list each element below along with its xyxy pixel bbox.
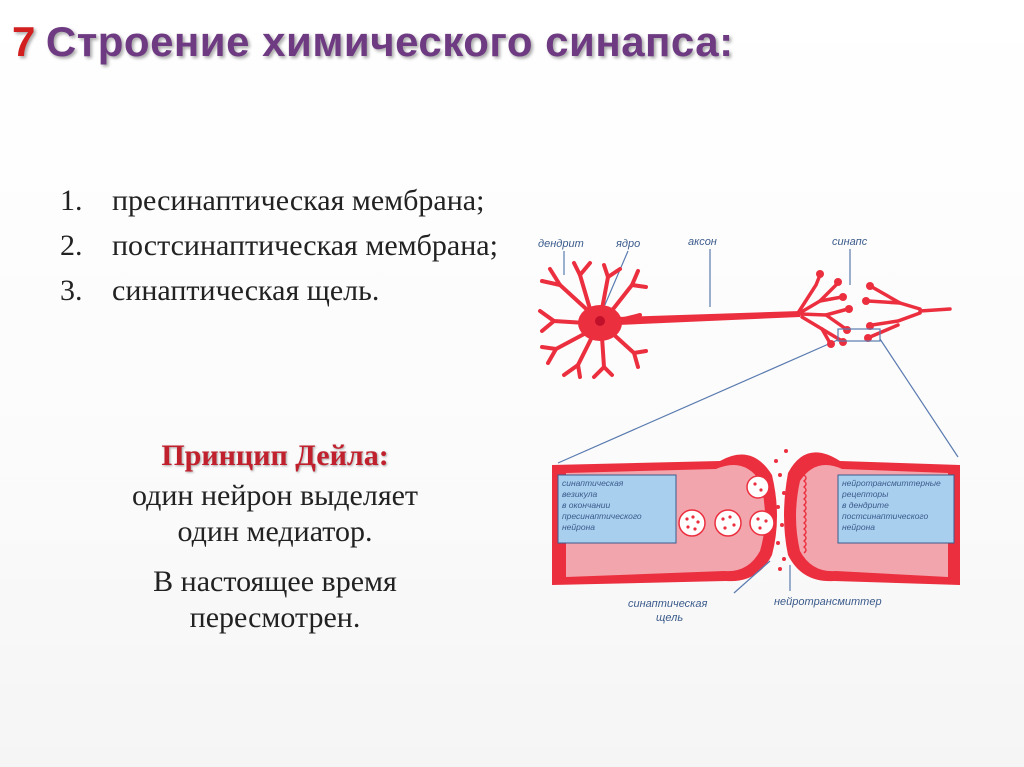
dale-principle: Принцип Дейла: один нейрон выделяет один… <box>40 438 510 636</box>
svg-text:нейрона: нейрона <box>562 522 595 532</box>
label-transmitter: нейротрансмиттер <box>774 596 882 608</box>
title-text: Строение химического синапса: <box>45 18 734 65</box>
synapse-diagram: дендрит ядро аксон синапс <box>538 236 960 624</box>
receptor-label: нейротрансмиттерные рецепторы в дендрите… <box>841 478 941 532</box>
selection-box <box>837 328 881 342</box>
principle-line-4: пересмотрен. <box>189 601 361 634</box>
list-item-text: синаптическая щель. <box>112 274 380 307</box>
list-item-number: 1. <box>60 184 83 217</box>
label-cleft-2: щель <box>656 612 683 624</box>
list-item-text: пресинаптическая мембрана; <box>112 184 485 217</box>
svg-text:синаптическая: синаптическая <box>562 478 624 488</box>
vesicle-label: синаптическая везикула в окончании преси… <box>562 478 642 532</box>
svg-text:рецепторы: рецепторы <box>841 489 889 499</box>
svg-text:в дендрите: в дендрите <box>842 500 889 510</box>
list-item: 1. пресинаптическая мембрана; <box>60 183 500 218</box>
neuron <box>538 261 952 379</box>
principle-line-2: один медиатор. <box>177 515 373 548</box>
leader-lines <box>557 249 959 464</box>
list-item-text: постсинаптическая мембрана; <box>112 229 498 262</box>
structure-list: 1. пресинаптическая мембрана; 2. постсинап… <box>60 183 500 318</box>
list-item: 3. синаптическая щель. <box>60 273 500 308</box>
principle-heading: Принцип Дейла: <box>161 439 389 472</box>
label-axon: аксон <box>688 236 717 248</box>
list-item: 2. постсинаптическая мембрана; <box>60 228 500 263</box>
svg-text:в окончании: в окончании <box>562 500 610 510</box>
svg-text:нейротрансмиттерные: нейротрансмиттерные <box>842 478 941 488</box>
vesicle-label-box <box>557 474 677 544</box>
svg-text:везикула: везикула <box>562 489 598 499</box>
list-item-number: 3. <box>60 274 83 307</box>
label-nucleus: ядро <box>615 238 640 250</box>
principle-line-1: один нейрон выделяет <box>131 479 419 512</box>
title-number: 7 <box>12 18 36 65</box>
receptor-label-box <box>837 474 955 544</box>
label-synapse: синапс <box>832 236 868 248</box>
label-cleft-1: синаптическая <box>628 598 707 610</box>
label-dendrite: дендрит <box>538 238 584 250</box>
svg-text:нейрона: нейрона <box>842 522 875 532</box>
svg-text:постсинаптического: постсинаптического <box>842 511 929 521</box>
list-item-number: 2. <box>60 229 83 262</box>
svg-text:пресинаптического: пресинаптического <box>562 511 642 521</box>
principle-line-3: В настоящее время <box>153 565 397 598</box>
